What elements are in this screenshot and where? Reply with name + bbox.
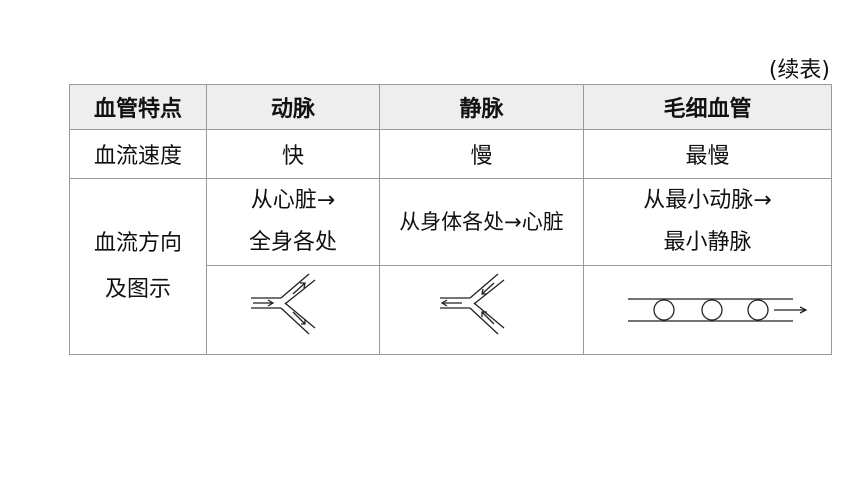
continued-label: (续表) (768, 58, 830, 83)
artery-branching-diagram (251, 273, 316, 335)
artery-direction-line1: 从心脏→ (250, 188, 336, 213)
vein-converging-diagram (439, 273, 504, 335)
capillary-direction-text: 从最小动脉→ 最小静脉 (584, 179, 831, 266)
speed-vein: 慢 (379, 129, 584, 179)
table-row-speed: 血流速度 快 慢 最慢 (69, 129, 832, 179)
direction-capillary: 从最小动脉→ 最小静脉 (583, 178, 832, 355)
speed-label: 血流速度 (69, 129, 207, 179)
table-header-row: 血管特点 动脉 静脉 毛细血管 (69, 84, 832, 130)
header-capillary: 毛细血管 (583, 84, 832, 130)
capillary-diagram (584, 266, 831, 354)
speed-artery: 快 (206, 129, 380, 179)
header-feature: 血管特点 (69, 84, 207, 130)
capillary-direction-line1: 从最小动脉→ (643, 188, 772, 213)
header-vein: 静脉 (379, 84, 584, 130)
direction-label-line2: 及图示 (104, 276, 171, 302)
artery-direction-line2: 全身各处 (248, 230, 337, 255)
artery-diagram (207, 266, 379, 354)
direction-label-line1: 血流方向 (93, 230, 182, 256)
direction-vein: 从身体各处→心脏 (379, 178, 584, 355)
direction-artery: 从心脏→ 全身各处 (206, 178, 380, 355)
direction-label: 血流方向 及图示 (69, 178, 207, 355)
blood-vessel-table: 血管特点 动脉 静脉 毛细血管 血流速度 快 慢 最慢 血流方向 及图示 从心脏… (69, 84, 832, 355)
vein-diagram (380, 266, 583, 354)
header-artery: 动脉 (206, 84, 380, 130)
capillary-single-file-diagram (627, 298, 807, 322)
table-row-direction: 血流方向 及图示 从心脏→ 全身各处 (69, 178, 832, 355)
vein-direction-text: 从身体各处→心脏 (380, 179, 583, 266)
capillary-direction-line2: 最小静脉 (663, 230, 752, 255)
artery-direction-text: 从心脏→ 全身各处 (207, 179, 379, 266)
speed-capillary: 最慢 (583, 129, 832, 179)
